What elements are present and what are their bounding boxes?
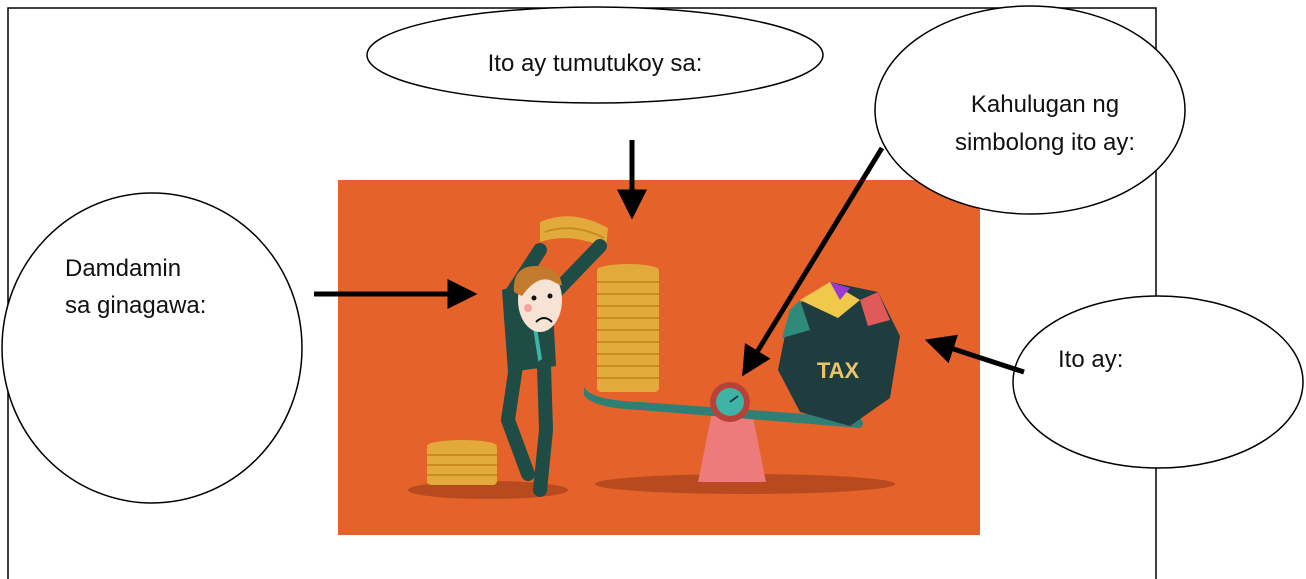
- overhead-coin: [540, 216, 608, 248]
- bubble-left-line2: sa ginagawa:: [65, 292, 206, 319]
- tax-weight: TAX: [778, 282, 900, 426]
- balance-scale: [584, 382, 863, 482]
- ground-shadow-right: [595, 474, 895, 494]
- tax-burden-illustration: TAX: [338, 180, 980, 535]
- fulcrum: [698, 412, 766, 482]
- bubble-right-text: Ito ay:: [1058, 346, 1123, 373]
- bubble-top-center: Ito ay tumutukoy sa:: [366, 6, 824, 104]
- scale-beam: [584, 387, 863, 428]
- bubble-top-right-line1: Kahulugan ng: [971, 91, 1119, 118]
- bubble-left-line1: Damdamin: [65, 255, 181, 282]
- ground-coin-stack: [427, 440, 497, 485]
- bubble-top-right-line2: simbolong ito ay:: [955, 129, 1135, 156]
- bubble-right: Ito ay:: [1012, 295, 1304, 469]
- bubble-top-center-text: Ito ay tumutukoy sa:: [488, 50, 703, 77]
- tax-label: TAX: [817, 358, 860, 383]
- arrow-to-gauge: [742, 146, 885, 377]
- ground-shadow-left: [408, 481, 568, 499]
- businessman-hair: [513, 266, 562, 296]
- scale-coin-stack: [597, 264, 659, 392]
- businessman-figure: [500, 216, 608, 497]
- bubble-left: Damdamin sa ginagawa:: [1, 192, 303, 504]
- arrow-to-tax: [924, 334, 1025, 375]
- bubble-top-right: Kahulugan ng simbolong ito ay:: [874, 5, 1186, 215]
